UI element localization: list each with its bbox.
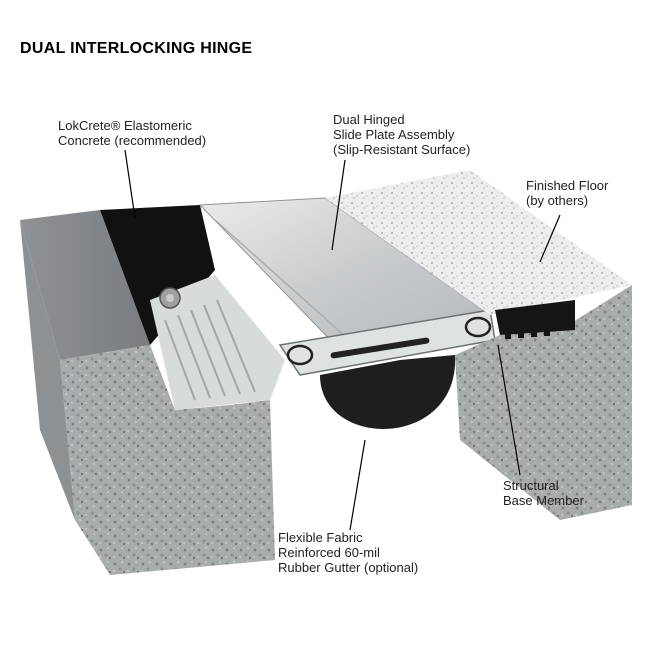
- callout-slide-plate: Dual Hinged Slide Plate Assembly (Slip-R…: [333, 112, 470, 157]
- callout-base-member: Structural Base Member: [503, 478, 584, 508]
- callout-line: Reinforced 60-mil: [278, 545, 380, 560]
- callout-line: LokCrete® Elastomeric: [58, 118, 192, 133]
- callout-lokcrete: LokCrete® Elastomeric Concrete (recommen…: [58, 118, 206, 148]
- callout-line: Finished Floor: [526, 178, 609, 193]
- leader-slide-plate: [331, 159, 346, 251]
- left-block-front: [60, 345, 275, 575]
- callout-line: Structural: [503, 478, 559, 493]
- finished-floor-surface: [325, 170, 632, 315]
- leader-gutter: [349, 439, 366, 531]
- callout-line: (by others): [526, 193, 589, 208]
- left-block-top: [20, 210, 150, 360]
- rubber-gutter: [320, 355, 456, 429]
- callout-line: (Slip-Resistant Surface): [333, 142, 471, 157]
- structural-base-member: [495, 300, 575, 335]
- left-ribbed-angle: [150, 275, 285, 410]
- left-recess-elastomer: [100, 205, 215, 345]
- right-block-front: [455, 285, 632, 520]
- callout-line: Flexible Fabric: [278, 530, 363, 545]
- leader-finished-floor: [539, 214, 561, 263]
- callout-line: Base Member: [503, 493, 584, 508]
- callout-line: Concrete (recommended): [58, 133, 207, 148]
- callout-line: Dual Hinged: [333, 112, 405, 127]
- diagram-title: DUAL INTERLOCKING HINGE: [20, 40, 253, 57]
- leader-base-member: [497, 344, 521, 476]
- callout-line: Rubber Gutter (optional): [278, 560, 419, 575]
- callout-finished-floor: Finished Floor (by others): [526, 178, 608, 208]
- callout-line: Slide Plate Assembly: [333, 127, 455, 142]
- leader-lokcrete: [124, 149, 136, 219]
- callout-gutter: Flexible Fabric Reinforced 60-mil Rubber…: [278, 530, 418, 575]
